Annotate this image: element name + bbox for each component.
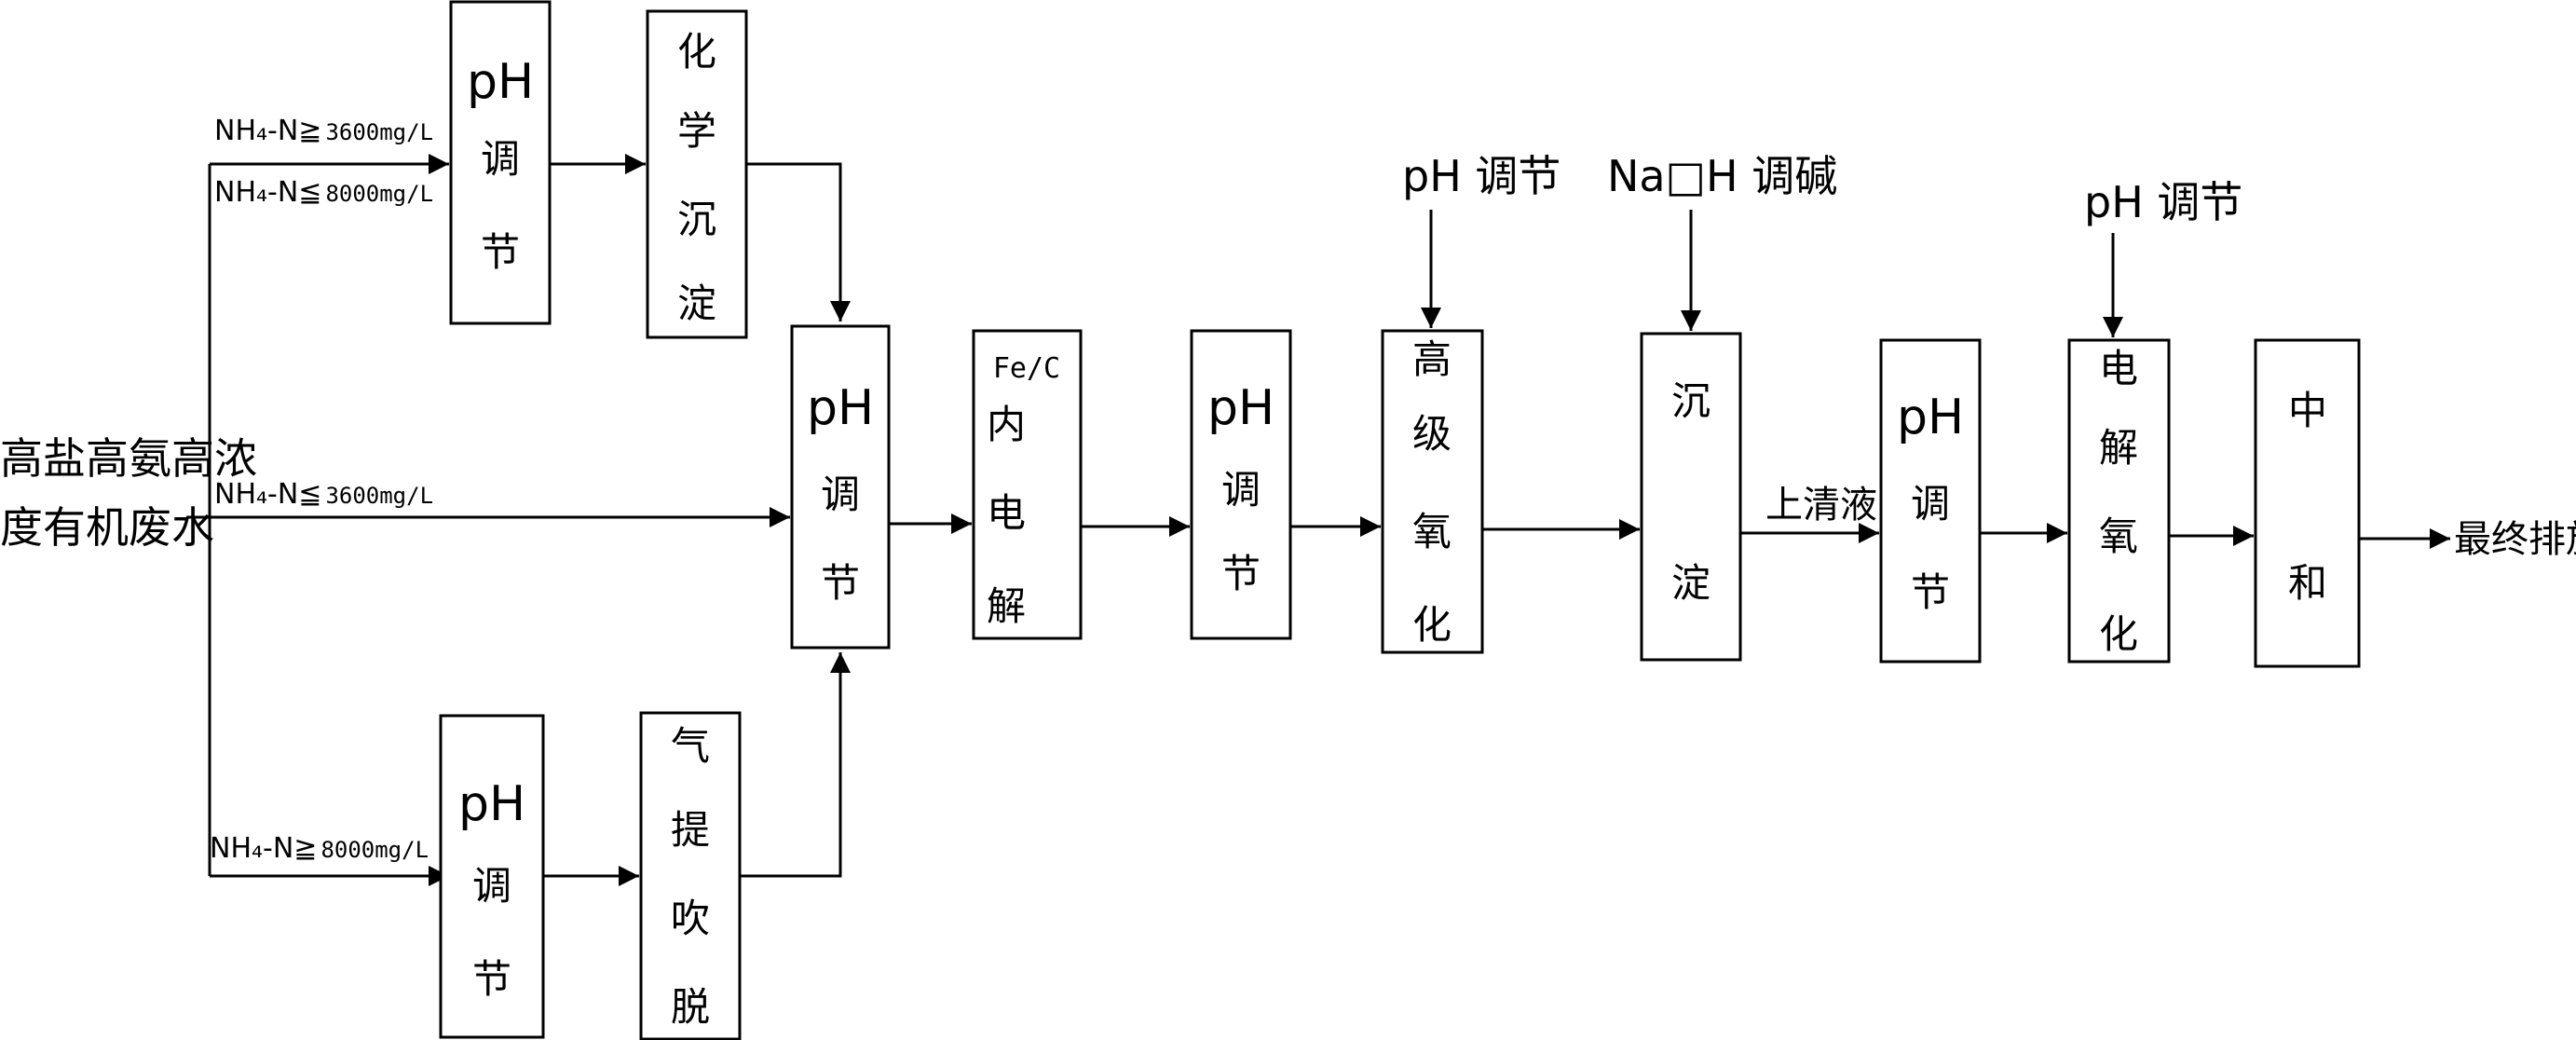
ph-adjust-bottom-box: pH 调 节 — [439, 714, 545, 1039]
chem-line4: 淀 — [677, 281, 716, 326]
electro-line1: 电 — [2099, 346, 2138, 391]
ph-adjust-top-line2: 节 — [481, 229, 520, 275]
fec-line1: 内 — [987, 402, 1026, 447]
ph-after-settle-line1: 调 — [1911, 481, 1950, 527]
ph-adjust-top-box: pH 调 节 — [449, 0, 552, 325]
adv-ox-line2: 级 — [1412, 411, 1452, 457]
fe-c-electrolysis-box: Fe/C 内 电 解 — [972, 329, 1083, 640]
adv-ox-line1: 高 — [1412, 336, 1452, 382]
ph-adjust-input-2: pH 调节 — [2084, 177, 2242, 227]
settling-box: 沉 淀 — [1640, 332, 1742, 662]
electro-line3: 氧 — [2099, 513, 2138, 559]
ph-adjust-bottom-ph: pH — [458, 776, 525, 832]
fec-line2: 电 — [987, 490, 1026, 536]
neutral-line2: 和 — [2288, 560, 2327, 606]
strip-line1: 气 — [671, 723, 710, 769]
neutralization-box: 中 和 — [2254, 338, 2361, 668]
electrolytic-oxidation-box: 电 解 氧 化 — [2067, 338, 2171, 664]
strip-line4: 脱 — [671, 984, 710, 1030]
ph-adjust-top-line1: 调 — [481, 136, 520, 182]
chem-line1: 化 — [677, 29, 716, 75]
ph-after-fec-line2: 节 — [1221, 551, 1261, 596]
ph-adjust-mid-line1: 调 — [821, 472, 860, 517]
fec-top: Fe/C — [993, 352, 1060, 385]
advanced-oxidation-box: 高 级 氧 化 — [1381, 329, 1484, 654]
strip-line3: 吹 — [671, 896, 710, 941]
ph-after-settle-line2: 节 — [1911, 569, 1950, 615]
adv-ox-line4: 化 — [1412, 602, 1452, 648]
strip-line2: 提 — [671, 807, 710, 853]
electro-line4: 化 — [2099, 611, 2138, 657]
chem-line3: 沉 — [677, 197, 716, 242]
neutral-line1: 中 — [2288, 388, 2327, 433]
ph-adjust-mid-ph: pH — [807, 380, 874, 436]
ph-after-fec-ph: pH — [1207, 380, 1274, 436]
supernatant-label: 上清液 — [1765, 484, 1877, 527]
fec-line3: 解 — [987, 583, 1026, 629]
ph-adjust-input-1: pH 调节 — [1402, 151, 1561, 201]
condition-top-b: NH₄-N≦8000mg/L — [214, 176, 433, 209]
ph-after-settle-ph: pH — [1897, 390, 1964, 445]
source-line-1: 高盐高氨高浓 — [0, 433, 257, 484]
ph-adjust-mid-box: pH 调 节 — [790, 324, 891, 650]
source-line-2: 度有机废水 — [0, 502, 214, 553]
ph-adjust-bottom-line1: 调 — [472, 863, 511, 909]
condition-top-a: NH₄-N≧3600mg/L — [214, 115, 433, 147]
ph-adjust-top-ph: pH — [467, 54, 534, 110]
naoh-input: Na□H 调碱 — [1607, 151, 1837, 201]
final-discharge-label: 最终排放 — [2454, 518, 2576, 561]
chem-line2: 学 — [677, 108, 716, 154]
adv-ox-line3: 氧 — [1412, 509, 1452, 554]
ph-adjust-after-fec-box: pH 调 节 — [1190, 329, 1292, 640]
ph-adjust-bottom-line2: 节 — [472, 956, 511, 1002]
ph-adjust-after-settle-box: pH 调 节 — [1879, 338, 1982, 664]
condition-mid: NH₄-N≦3600mg/L — [214, 478, 433, 511]
air-stripping-box: 气 提 吹 脱 — [639, 711, 742, 1040]
strip-to-ph-mid-line — [740, 652, 851, 878]
electro-line2: 解 — [2099, 425, 2138, 471]
settle-line2: 淀 — [1671, 560, 1711, 606]
settle-line1: 沉 — [1671, 378, 1711, 424]
condition-bottom: NH₄-N≧8000mg/L — [210, 832, 429, 865]
ph-after-fec-line1: 调 — [1221, 467, 1261, 513]
chemical-precipitation-box: 化 学 沉 淀 — [646, 9, 748, 339]
source-label: 高盐高氨高浓 度有机废水 — [0, 433, 257, 553]
ph-adjust-mid-line2: 节 — [821, 560, 860, 606]
chem-to-ph-mid-line — [746, 162, 851, 322]
